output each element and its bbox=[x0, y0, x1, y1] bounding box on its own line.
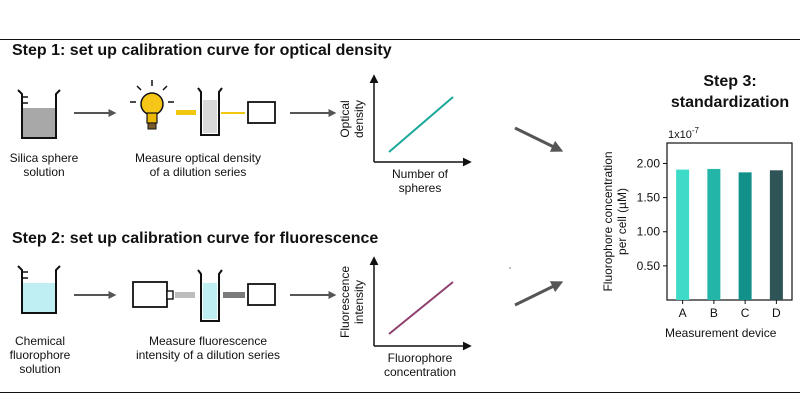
light-source-icon bbox=[132, 281, 174, 308]
od-detector-icon bbox=[247, 101, 276, 124]
step2-title: Step 2: set up calibration curve for flu… bbox=[12, 230, 378, 247]
od-ylabel-line1: Optical bbox=[338, 100, 352, 137]
y-tick-label: 0.50 bbox=[637, 259, 661, 273]
od-ylabel-line2: density bbox=[352, 100, 366, 138]
od-xlabel-line1: Number of bbox=[392, 167, 449, 181]
step1-title: Step 1: set up calibration curve for opt… bbox=[12, 42, 392, 59]
bar-b bbox=[707, 168, 721, 300]
silica-beaker-icon bbox=[17, 89, 61, 139]
light-bulb-icon bbox=[130, 80, 174, 130]
y-tick-label: 1.00 bbox=[637, 225, 661, 239]
fl-measure-line2: intensity of a dilution series bbox=[136, 348, 280, 362]
chart-frame bbox=[666, 142, 793, 301]
od-xlabel-line2: spheres bbox=[399, 181, 442, 195]
od-calibration-plot bbox=[369, 74, 472, 167]
fl-cuvette-icon bbox=[197, 269, 223, 322]
fl-xlabel-line2: concentration bbox=[384, 365, 456, 379]
standardization-bar-chart: 0.50 1.00 1.50 2.00 1x10-7A B C D Fluorophore co… bbox=[601, 126, 793, 340]
bar-c bbox=[738, 172, 752, 300]
fl-xlabel-line1: Fluorophore bbox=[388, 351, 453, 365]
chart-ylabel-line1: Fluorophore concentration bbox=[601, 151, 615, 291]
bar-d bbox=[769, 170, 783, 300]
fl-calibration-line bbox=[388, 281, 454, 335]
arrow-to-step3-lower bbox=[514, 281, 564, 307]
fluorophore-label-line3: solution bbox=[19, 362, 60, 376]
fluorophore-label-line2: fluorophore bbox=[10, 348, 71, 362]
step3-title-line1: Step 3: bbox=[703, 73, 756, 90]
x-tick-label: B bbox=[710, 306, 718, 320]
fl-measure-line1: Measure fluorescence bbox=[149, 334, 267, 348]
y-scale-label: 1x10-7 bbox=[668, 126, 700, 141]
x-tick-label: A bbox=[679, 306, 687, 320]
arrow-to-step3-upper bbox=[514, 126, 564, 152]
chart-ylabel-line2: per cell (µM) bbox=[615, 188, 629, 255]
step3-title-line2: standardization bbox=[671, 94, 789, 111]
od-measure-line2: of a dilution series bbox=[150, 165, 247, 179]
bar-a bbox=[676, 169, 690, 300]
od-cuvette-icon bbox=[197, 87, 223, 136]
fl-ylabel-line1: Fluorescence bbox=[338, 266, 352, 338]
fl-beam-out bbox=[223, 292, 245, 298]
fl-beam-in bbox=[175, 292, 195, 298]
fluorophore-label-line1: Chemical bbox=[15, 334, 65, 348]
fl-ylabel-line2: intensity bbox=[352, 280, 366, 324]
od-measure-line1: Measure optical density bbox=[135, 151, 261, 165]
chart-xlabel: Measurement device bbox=[665, 326, 777, 340]
fl-calibration-plot bbox=[369, 256, 472, 351]
y-tick-label: 1.50 bbox=[637, 191, 661, 205]
x-tick-label: C bbox=[741, 306, 750, 320]
silica-label-line1: Silica sphere bbox=[10, 151, 79, 165]
silica-label-line2: solution bbox=[23, 165, 64, 179]
stray-dot bbox=[509, 267, 511, 269]
y-tick-label: 2.00 bbox=[637, 156, 661, 170]
fluorophore-beaker-icon bbox=[17, 265, 61, 314]
od-calibration-line bbox=[388, 96, 454, 153]
fl-detector-icon bbox=[247, 283, 276, 306]
od-beam-in bbox=[176, 110, 196, 115]
x-tick-label: D bbox=[772, 306, 781, 320]
